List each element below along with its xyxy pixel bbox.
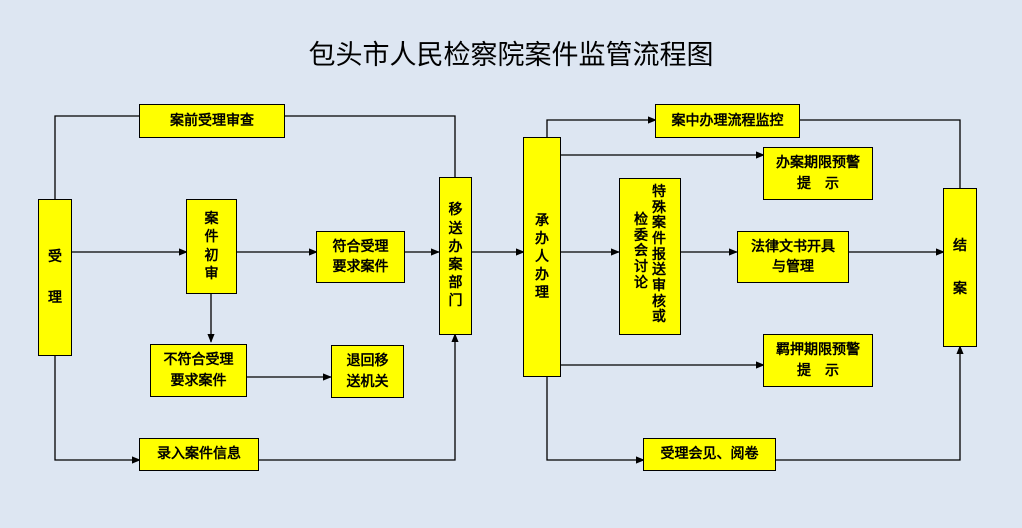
node-deadline-warning: 办案期限预警 提 示	[763, 147, 873, 200]
node-legal-docs: 法律文书开具 与管理	[737, 231, 849, 283]
node-legal-line-2: 与管理	[772, 259, 814, 275]
node-legal-line-1: 法律文书开具	[751, 238, 835, 255]
connector-handler-to-meeting	[546, 376, 645, 464]
node-pre-review: 案前受理审查	[139, 104, 285, 138]
node-close: 结案	[943, 188, 977, 347]
node-return-to-agency: 退回移 送机关	[331, 345, 404, 398]
transfer-dept-char: 门	[448, 293, 463, 310]
special-case-char: 委	[634, 227, 648, 244]
special-case-char: 报	[652, 246, 666, 263]
special-case-char: 会	[634, 243, 648, 260]
node-not-meets-requirements: 不符合受理 要求案件	[150, 344, 247, 397]
transfer-dept-char: 送	[448, 220, 463, 237]
handler-char: 承	[535, 212, 549, 229]
node-not-meets-line-1: 不符合受理	[163, 352, 234, 369]
node-handler: 承办人办理	[523, 137, 561, 377]
special-case-char: 检	[634, 212, 648, 228]
special-case-char: 论	[634, 274, 648, 291]
node-detention-line-1: 羁押期限预警	[776, 342, 860, 359]
node-transfer-dept: 移送办案部门	[439, 177, 472, 335]
special-case-char: 或	[652, 309, 666, 326]
node-detention-warning: 羁押期限预警 提 示	[763, 334, 873, 387]
handler-char: 办	[535, 267, 549, 284]
handler-char: 办	[535, 230, 549, 247]
node-return-line-2: 送机关	[346, 373, 389, 390]
node-shouli: 受 理	[38, 199, 72, 356]
close-box-char: 案	[953, 280, 967, 297]
initial-review-char: 案	[204, 211, 219, 228]
node-deadline-line-2: 提 示	[797, 175, 839, 192]
node-shouli-char-1: 受	[48, 248, 62, 265]
node-record-info: 录入案件信息	[139, 438, 259, 471]
initial-review-char: 件	[204, 229, 219, 246]
special-case-char: 审	[652, 278, 666, 295]
transfer-dept-char: 部	[448, 275, 463, 292]
special-case-char: 殊	[652, 199, 666, 216]
special-case-char: 核	[652, 293, 666, 310]
node-deadline-line-1: 办案期限预警	[776, 155, 860, 172]
connector-top-branch	[54, 115, 140, 200]
handler-char: 人	[535, 248, 549, 265]
node-shouli-char-2: 理	[48, 290, 62, 307]
special-case-char: 案	[652, 215, 666, 232]
node-return-line-1: 退回移	[346, 353, 389, 370]
connector-handler-to-monitor	[546, 116, 657, 138]
special-case-column-1: 检委会讨论	[634, 212, 648, 291]
node-initial-review: 案件初审	[186, 199, 237, 294]
special-case-column-2: 特殊案件报送审核或	[652, 184, 666, 326]
node-special-case: 检委会讨论特殊案件报送审核或	[619, 178, 681, 335]
connector-monitor-to-close	[799, 119, 961, 189]
initial-review-char: 审	[204, 265, 219, 282]
special-case-char: 件	[652, 231, 666, 248]
node-meets-line-2: 要求案件	[332, 259, 389, 275]
connector-record-to-transfer	[258, 333, 459, 461]
node-not-meets-line-2: 要求案件	[170, 372, 227, 389]
page-title: 包头市人民检察院案件监管流程图	[308, 40, 714, 71]
node-meeting: 受理会见、阅卷	[643, 438, 776, 471]
node-process-monitor: 案中办理流程监控	[655, 104, 800, 138]
connector-bottom-branch	[54, 355, 141, 464]
transfer-dept-char: 案	[448, 257, 463, 273]
transfer-dept-char: 办	[448, 238, 463, 255]
transfer-dept-char: 移	[448, 202, 463, 219]
close-box-char: 结	[953, 237, 967, 254]
node-meets-requirements: 符合受理 要求案件	[316, 231, 405, 283]
initial-review-char: 初	[204, 247, 219, 264]
special-case-char: 送	[652, 262, 666, 279]
handler-char: 理	[535, 285, 549, 302]
special-case-char: 特	[652, 184, 666, 200]
connector-meeting-to-close	[775, 345, 964, 461]
special-case-char: 讨	[634, 259, 648, 276]
node-meets-line-1: 符合受理	[332, 238, 389, 255]
connector-pre-review-to-transfer	[284, 115, 456, 178]
node-detention-line-2: 提 示	[797, 362, 839, 379]
